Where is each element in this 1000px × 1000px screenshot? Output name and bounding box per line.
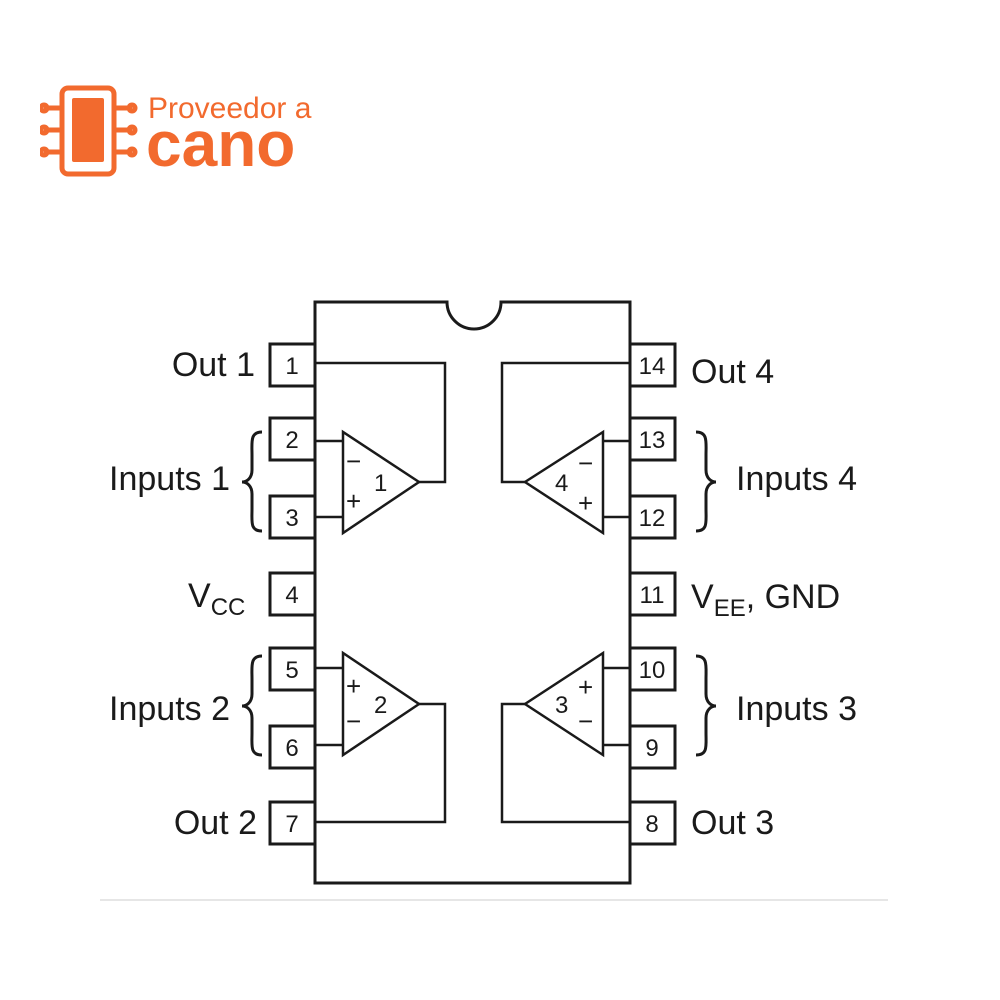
label-vcc-sub: CC xyxy=(211,594,246,621)
label-vee-sub: EE xyxy=(714,595,746,622)
label-inputs-4: Inputs 4 xyxy=(736,460,857,498)
label-inputs-3: Inputs 3 xyxy=(736,690,857,728)
opamp-3-bottom-sign: − xyxy=(578,706,593,736)
label-out-3: Out 3 xyxy=(691,804,774,842)
opamp-2-triangle xyxy=(341,650,422,758)
label-vee-gnd: VEE, GND xyxy=(691,578,840,622)
opamp-3-top-sign: + xyxy=(578,672,593,702)
opamp-4-number: 4 xyxy=(555,470,568,497)
opamp-1-number: 1 xyxy=(374,470,387,497)
label-out-2: Out 2 xyxy=(174,804,257,842)
pin-number-4: 4 xyxy=(285,582,298,609)
opamp-2-number: 2 xyxy=(374,692,387,719)
brand-line2: cano xyxy=(146,108,295,180)
pin-number-1: 1 xyxy=(285,353,298,380)
brace-inputs-2 xyxy=(241,654,263,757)
pin-number-9: 9 xyxy=(645,735,658,762)
brace-inputs-1 xyxy=(241,430,263,533)
chip-body xyxy=(313,300,632,885)
brand-logo: Proveedor a cano xyxy=(40,85,312,180)
pin-number-6: 6 xyxy=(285,735,298,762)
left-pins xyxy=(268,342,317,846)
opamp-4-triangle xyxy=(522,429,605,536)
label-out-1: Out 1 xyxy=(172,346,255,384)
pin-number-12: 12 xyxy=(639,505,666,532)
pin-number-10: 10 xyxy=(639,657,666,684)
pin-box-6 xyxy=(268,724,317,770)
pin-box-14 xyxy=(628,342,677,388)
pin-number-3: 3 xyxy=(285,505,298,532)
opamp-4-bottom-sign: + xyxy=(578,488,593,518)
opamp-4-top-sign: − xyxy=(578,448,593,478)
pin-box-2 xyxy=(268,416,317,462)
label-out-4: Out 4 xyxy=(691,353,774,391)
pin-number-2: 2 xyxy=(285,427,298,454)
label-inputs-2: Inputs 2 xyxy=(109,690,230,728)
label-vcc: VCC xyxy=(188,577,245,621)
pin-number-13: 13 xyxy=(639,427,666,454)
label-vcc-main: V xyxy=(188,577,211,615)
opamp-2-bottom-sign: − xyxy=(346,706,361,736)
label-inputs-1: Inputs 1 xyxy=(109,460,230,498)
opamp-3-number: 3 xyxy=(555,692,568,719)
pin-box-3 xyxy=(268,494,317,540)
brand-line1: Proveedor a xyxy=(148,92,312,125)
pin-number-5: 5 xyxy=(285,657,298,684)
brace-group xyxy=(241,430,717,757)
brace-inputs-4 xyxy=(695,430,717,533)
opamp-1-triangle xyxy=(341,429,422,536)
internal-wiring xyxy=(315,361,630,824)
label-vee-tail: , GND xyxy=(746,578,840,616)
pin-number-14: 14 xyxy=(639,353,666,380)
pin-number-7: 7 xyxy=(285,811,298,838)
brace-inputs-3 xyxy=(695,654,717,757)
opamp-1-bottom-sign: + xyxy=(346,486,361,516)
label-vee-main: V xyxy=(691,578,714,616)
pin-box-4 xyxy=(268,571,317,617)
pin-box-11 xyxy=(628,571,677,617)
pin-box-13 xyxy=(628,416,677,462)
pin-box-1 xyxy=(268,342,317,388)
chip-logo-icon xyxy=(40,85,138,177)
opamp-1-top-sign: − xyxy=(346,446,361,476)
pin-number-11: 11 xyxy=(640,582,665,609)
pin-number-8: 8 xyxy=(645,811,658,838)
pin-box-9 xyxy=(628,724,677,770)
opamp-2-top-sign: + xyxy=(346,671,361,701)
pin-box-10 xyxy=(628,646,677,692)
opamp-3-triangle xyxy=(522,650,605,758)
